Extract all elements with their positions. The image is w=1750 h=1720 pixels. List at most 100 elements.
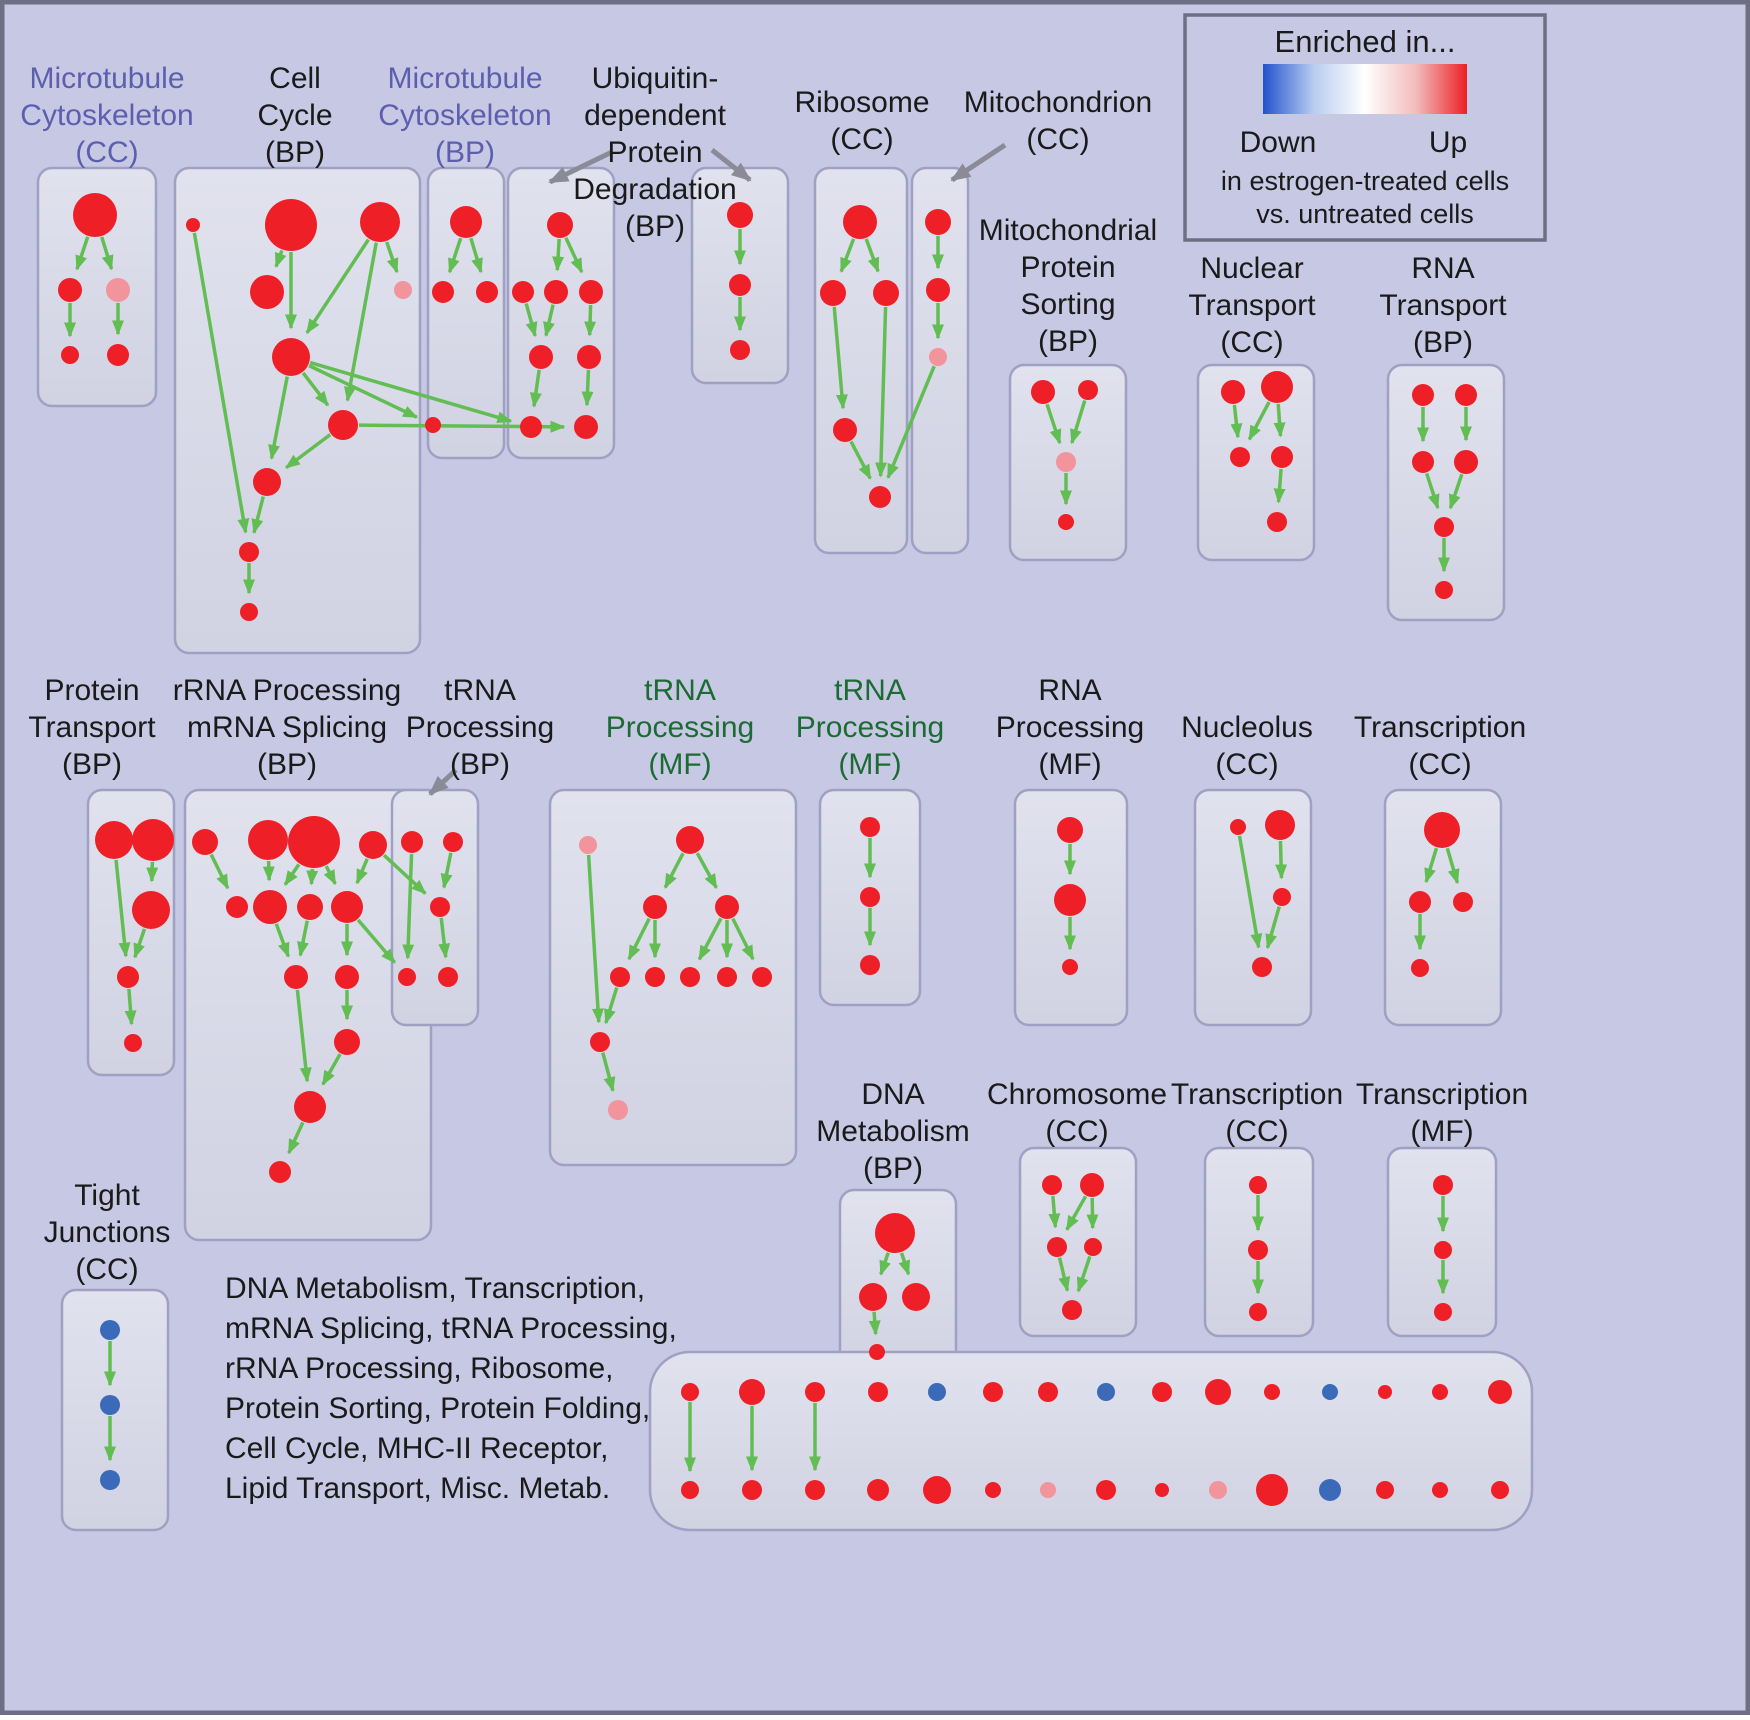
- go-term-node-X10b: [1209, 1481, 1227, 1499]
- go-term-node-I4: [1271, 446, 1293, 468]
- go-term-node-J5: [1434, 517, 1454, 537]
- go-term-node-D4: [579, 280, 603, 304]
- edge-arrow-D6-D8: [587, 370, 589, 405]
- legend-subtitle-line2: vs. untreated cells: [1256, 199, 1474, 229]
- go-term-node-V3: [1434, 1303, 1452, 1321]
- go-term-node-A1: [73, 193, 117, 237]
- go-term-node-X11b: [1256, 1474, 1288, 1506]
- go-term-node-H1: [1031, 380, 1055, 404]
- go-term-node-N10: [590, 1032, 610, 1052]
- go-term-node-Q2: [1265, 810, 1295, 840]
- go-term-node-X12t: [1322, 1384, 1338, 1400]
- go-term-node-C4: [425, 417, 441, 433]
- go-term-node-D3: [544, 280, 568, 304]
- go-term-node-U1: [1249, 1176, 1267, 1194]
- go-term-node-X13t: [1378, 1385, 1392, 1399]
- go-term-node-I5: [1267, 512, 1287, 532]
- go-term-node-D8: [574, 415, 598, 439]
- legend-subtitle-line1: in estrogen-treated cells: [1221, 166, 1509, 196]
- go-term-node-X9b: [1155, 1483, 1169, 1497]
- go-term-node-B3: [360, 202, 400, 242]
- go-term-node-X1t: [681, 1383, 699, 1401]
- edge-arrow-T1-T3: [1053, 1196, 1056, 1227]
- go-term-node-C3: [476, 281, 498, 303]
- go-term-node-N8: [717, 967, 737, 987]
- go-term-node-J6: [1435, 581, 1453, 599]
- go-term-node-B6: [272, 338, 310, 376]
- go-term-node-K4: [117, 966, 139, 988]
- go-term-node-L2: [248, 820, 288, 860]
- legend-up-label: Up: [1429, 126, 1467, 159]
- go-term-node-J1: [1412, 384, 1434, 406]
- go-term-node-X5b: [923, 1476, 951, 1504]
- go-term-node-C1: [450, 206, 482, 238]
- go-term-node-F1: [843, 205, 877, 239]
- go-term-node-F3: [873, 280, 899, 306]
- go-term-node-X7t: [1038, 1382, 1058, 1402]
- go-term-node-I1: [1221, 380, 1245, 404]
- go-term-node-L12: [294, 1091, 326, 1123]
- go-term-node-L6: [253, 890, 287, 924]
- go-term-node-D1: [547, 212, 573, 238]
- go-term-node-L1: [192, 829, 218, 855]
- go-term-node-H3: [1056, 452, 1076, 472]
- go-term-node-F4: [833, 418, 857, 442]
- go-term-node-V1: [1433, 1175, 1453, 1195]
- go-term-node-W1: [100, 1320, 120, 1340]
- edge-arrow-L3-L7: [311, 869, 312, 884]
- legend-title: Enriched in...: [1275, 24, 1456, 59]
- go-term-node-X4t: [868, 1382, 888, 1402]
- go-term-node-T5: [1062, 1300, 1082, 1320]
- go-term-node-I3: [1230, 447, 1250, 467]
- go-term-node-S1: [875, 1213, 915, 1253]
- go-term-node-G1: [925, 209, 951, 235]
- edge-arrow-Q2-Q3: [1280, 841, 1281, 878]
- go-term-node-O2: [860, 887, 880, 907]
- go-term-node-B8: [253, 468, 281, 496]
- go-term-node-T2: [1080, 1173, 1104, 1197]
- go-term-node-X10t: [1205, 1379, 1231, 1405]
- go-term-node-B10: [240, 603, 258, 621]
- go-term-node-X3b: [805, 1480, 825, 1500]
- go-term-node-L9: [284, 965, 308, 989]
- go-term-node-O1: [860, 817, 880, 837]
- go-term-node-D2: [512, 281, 534, 303]
- go-term-node-Q1: [1230, 819, 1246, 835]
- edge-arrow-I2-I4: [1278, 404, 1280, 436]
- go-term-node-X8t: [1097, 1383, 1115, 1401]
- go-term-node-N4: [715, 895, 739, 919]
- legend-gradient-bar: [1263, 64, 1467, 114]
- go-term-node-D7: [520, 416, 542, 438]
- edge-arrow-D4-D6: [590, 305, 591, 335]
- go-term-node-F5: [869, 486, 891, 508]
- go-term-node-M3: [430, 897, 450, 917]
- go-term-node-G3: [929, 348, 947, 366]
- go-term-node-M5: [438, 967, 458, 987]
- go-term-node-H4: [1058, 514, 1074, 530]
- go-term-node-X15b: [1491, 1481, 1509, 1499]
- go-term-node-K3: [132, 891, 170, 929]
- go-term-node-E3: [730, 340, 750, 360]
- go-term-node-R2: [1409, 891, 1431, 913]
- go-term-node-S2: [859, 1283, 887, 1311]
- go-term-node-N5: [610, 967, 630, 987]
- edge-arrow-K2-K3: [152, 862, 153, 881]
- go-term-node-O3: [860, 955, 880, 975]
- go-term-node-T4: [1084, 1238, 1102, 1256]
- go-term-node-N3: [643, 895, 667, 919]
- go-term-node-B9: [239, 542, 259, 562]
- go-term-node-X1b: [681, 1481, 699, 1499]
- go-term-node-N7: [680, 967, 700, 987]
- go-term-node-X8b: [1096, 1480, 1116, 1500]
- go-term-node-P3: [1062, 959, 1078, 975]
- go-term-node-X11t: [1264, 1384, 1280, 1400]
- legend-down-label: Down: [1240, 126, 1317, 159]
- go-term-node-X5t: [928, 1383, 946, 1401]
- edge-arrow-L2-L6: [269, 861, 270, 880]
- cluster-box-nuclear-transport: [1198, 365, 1314, 560]
- go-term-node-L10: [335, 965, 359, 989]
- go-term-node-P2: [1054, 884, 1086, 916]
- go-term-node-H2: [1078, 380, 1098, 400]
- go-term-node-A3: [106, 278, 130, 302]
- go-term-node-T3: [1047, 1237, 1067, 1257]
